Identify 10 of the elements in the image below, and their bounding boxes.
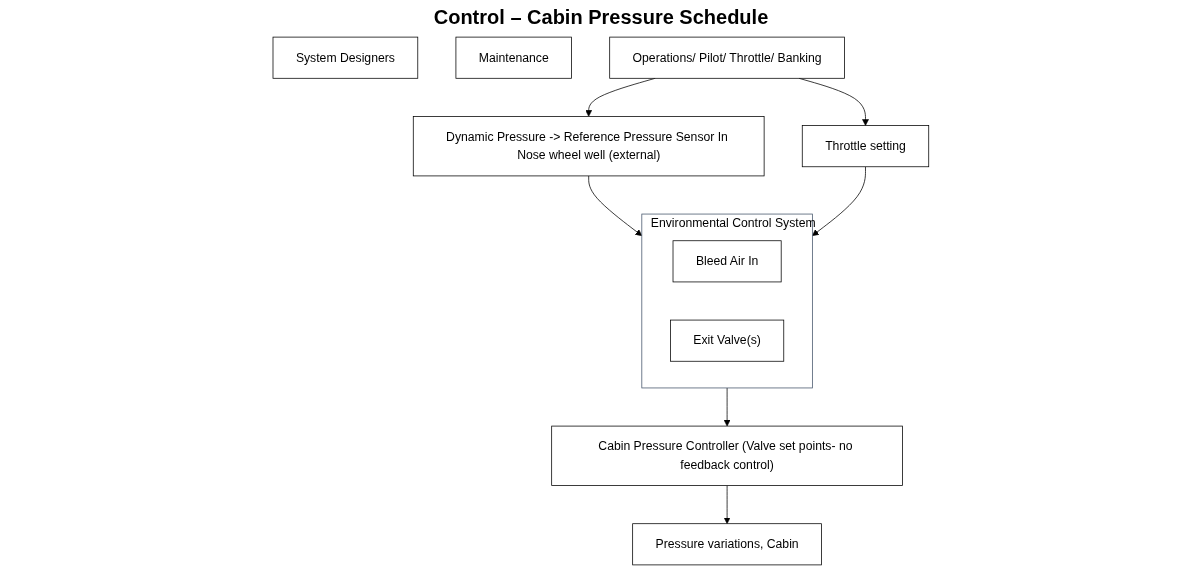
node-box: Maintenance — [455, 36, 573, 79]
node-box: Bleed Air In — [672, 240, 782, 283]
node-box: Pressure variations, Cabin — [632, 523, 823, 566]
node-box: Throttle setting — [802, 125, 930, 168]
node-box: Dynamic Pressure -> Reference Pressure Sensor In Nose wheel well (external) — [413, 116, 765, 177]
node-box: System Designers — [272, 36, 419, 79]
diagram-title: Control – Cabin Pressure Schedule — [432, 6, 770, 29]
node-box: Cabin Pressure Controller (Valve set points- no feedback control) — [551, 425, 904, 486]
node-box: Exit Valve(s) — [670, 319, 785, 362]
node-box: Operations/ Pilot/ Throttle/ Banking — [609, 36, 845, 79]
